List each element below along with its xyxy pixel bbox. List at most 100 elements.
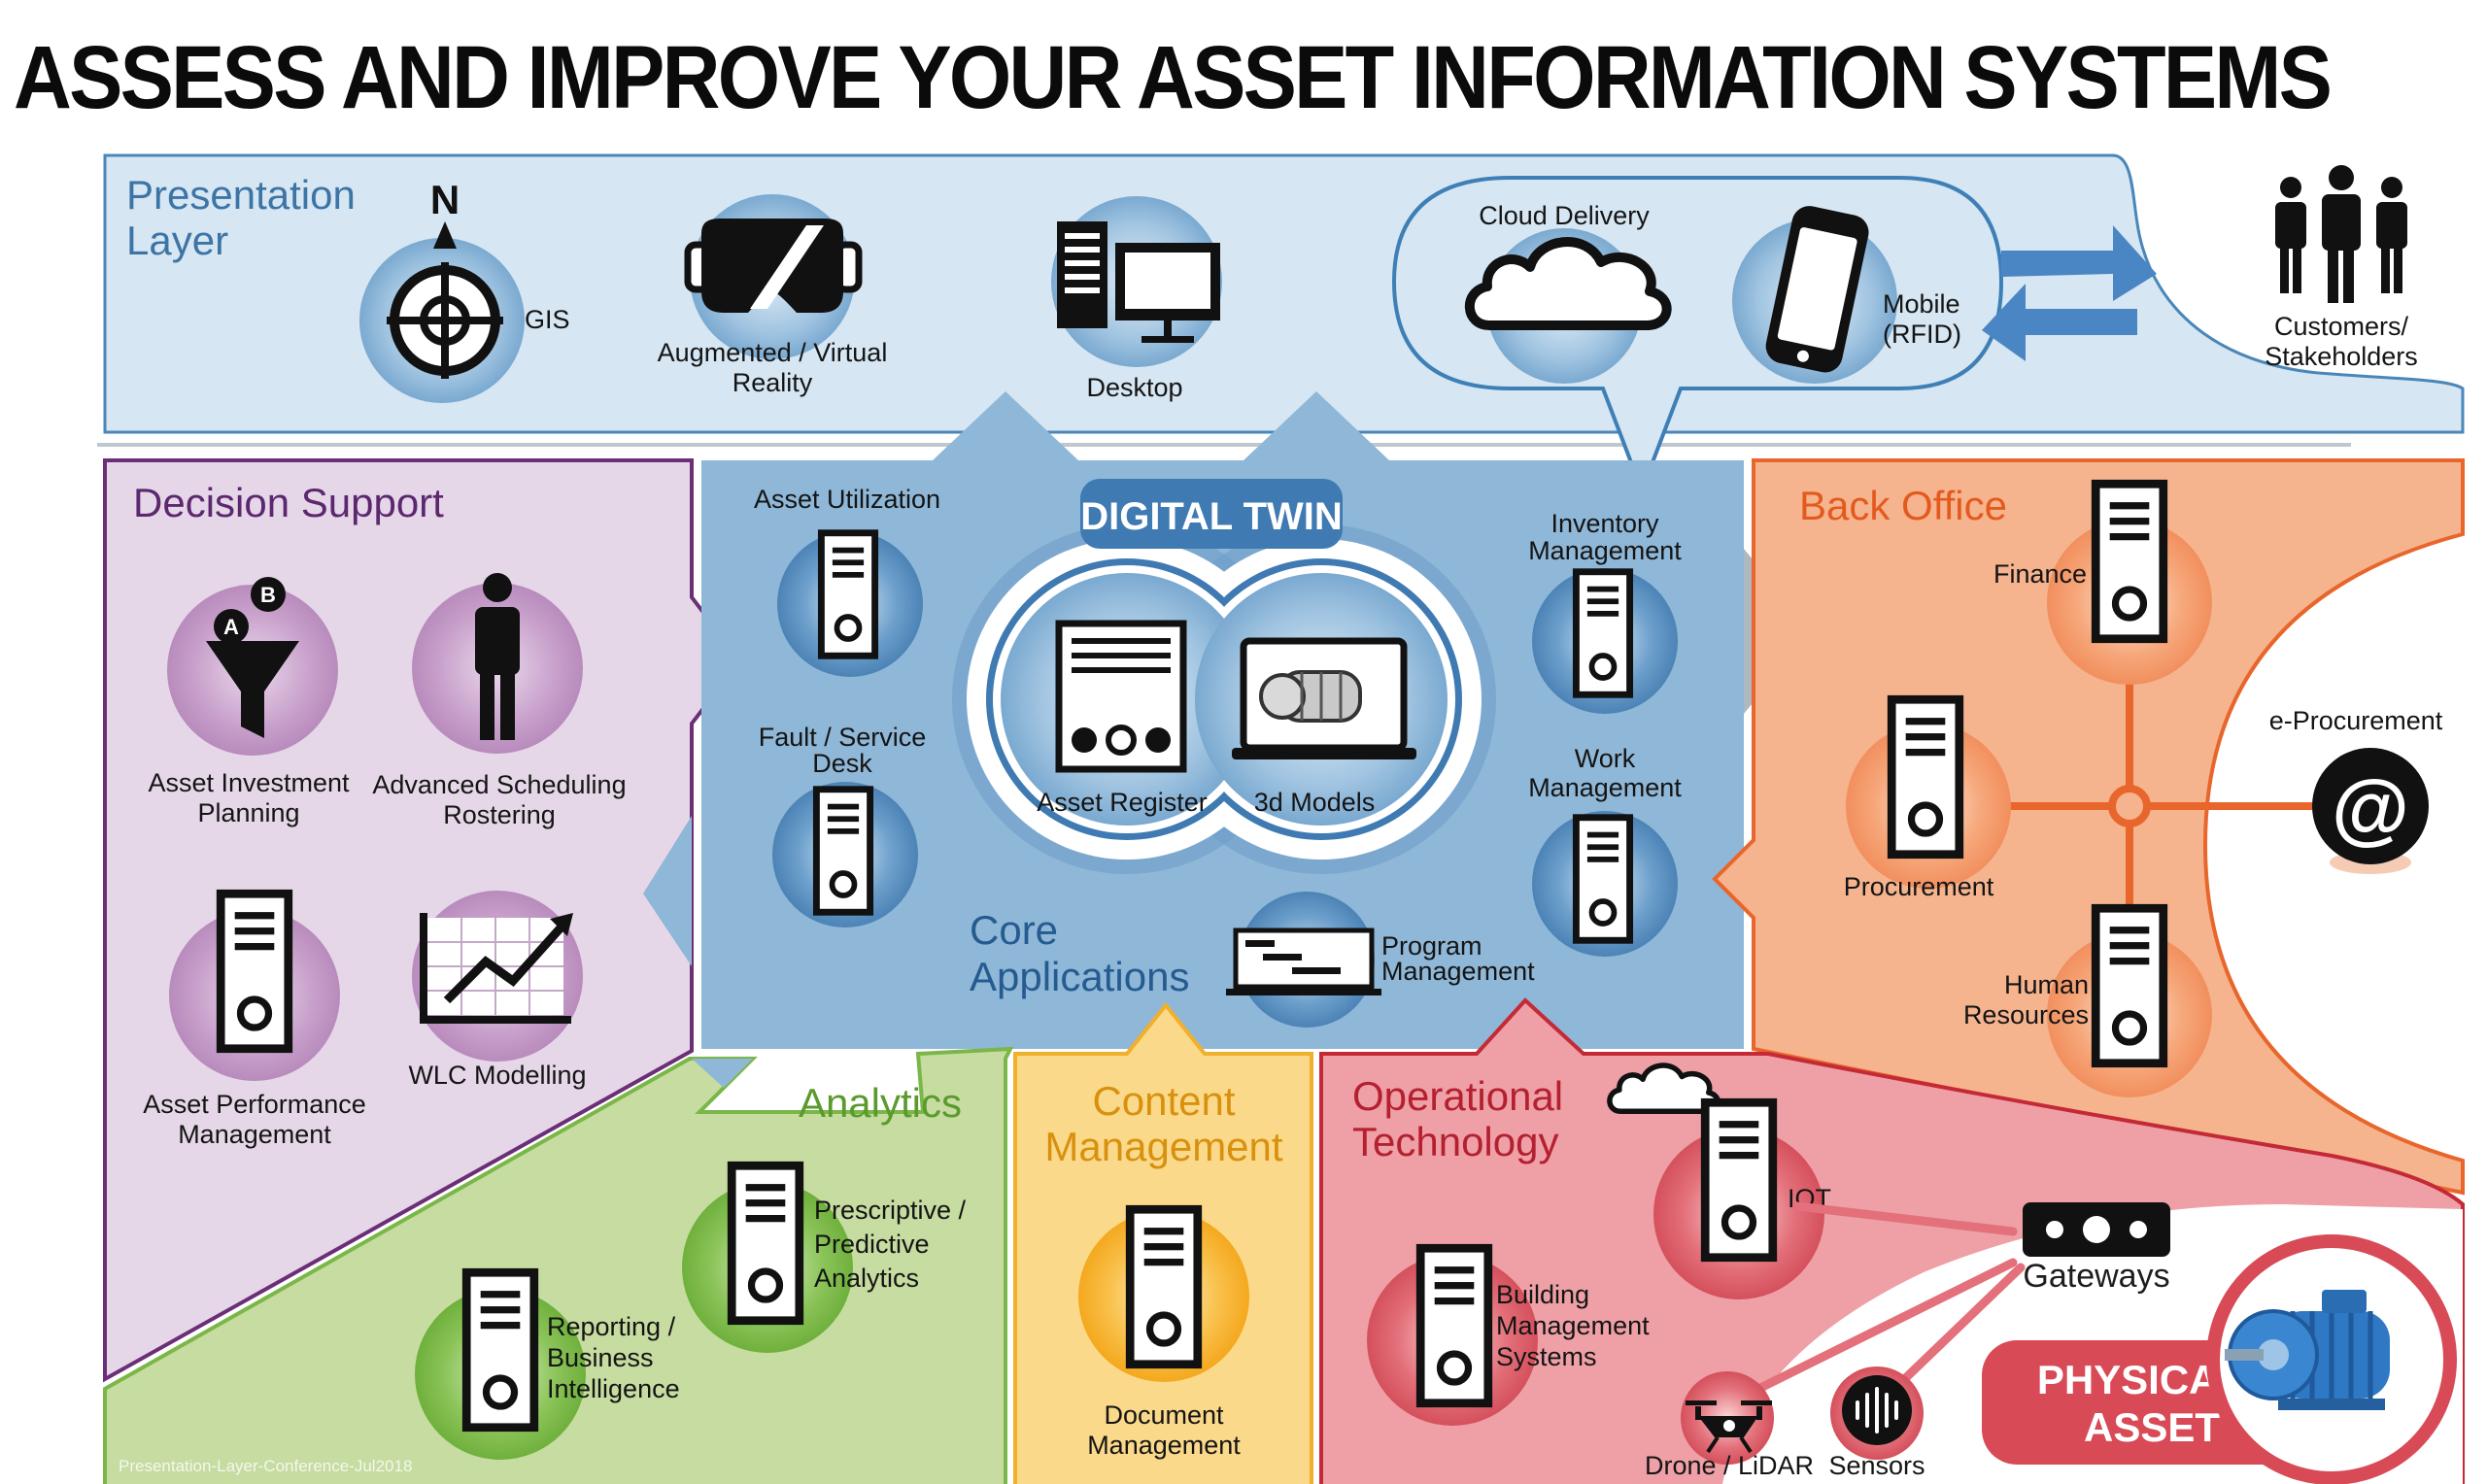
predictive-server-icon	[732, 1165, 800, 1321]
email-at-icon	[2312, 748, 2429, 864]
physical-label-2: ASSET	[2084, 1404, 2220, 1450]
back-office-panel: Back Office Finance Procurement Human Re…	[1712, 458, 2465, 1196]
aip-label-2: Planning	[197, 798, 299, 827]
work-label-2: Management	[1528, 773, 1682, 802]
document-label-1: Document	[1104, 1400, 1224, 1430]
chart-growth-icon	[420, 913, 573, 1024]
presentation-title-2: Layer	[126, 218, 228, 263]
person-icon	[475, 573, 520, 740]
back-office-title: Back Office	[1799, 483, 2007, 528]
operational-technology-panel: Operational Technology IOT Building Mana…	[1319, 997, 2465, 1484]
page-title: ASSESS AND IMPROVE YOUR ASSET INFORMATIO…	[14, 28, 2333, 127]
decision-support-panel: Decision Support A B Asset Investment Pl…	[103, 458, 743, 1383]
utilization-label: Asset Utilization	[754, 485, 940, 514]
bms-server-icon	[1420, 1248, 1488, 1403]
document-server-icon	[1130, 1209, 1198, 1365]
funnel-icon: A B	[206, 577, 299, 738]
inventory-label-1: Inventory	[1550, 509, 1659, 538]
vr-headset-icon	[684, 219, 863, 313]
content-management-panel: Content Management Document Management	[1013, 1001, 1313, 1484]
scheduling-label-2: Rostering	[443, 800, 556, 829]
sensor-waveform-icon	[1842, 1375, 1912, 1445]
drone-icon	[1686, 1400, 1772, 1454]
core-title-1: Core	[970, 907, 1058, 953]
asset-register-icon	[1055, 620, 1187, 773]
gis-label: GIS	[525, 305, 570, 334]
apm-label-2: Management	[178, 1120, 331, 1149]
asset-register-label: Asset Register	[1037, 788, 1208, 817]
desktop-icon	[1057, 221, 1220, 343]
laptop-3d-model-icon	[1232, 637, 1416, 759]
finance-server-icon	[2095, 484, 2163, 639]
reporting-label-3: Intelligence	[547, 1374, 680, 1403]
hr-label-1: Human	[2004, 970, 2089, 999]
mobile-label-1: Mobile	[1883, 289, 1960, 319]
work-server-icon	[1576, 818, 1629, 941]
apm-label-1: Asset Performance	[143, 1090, 366, 1119]
fault-label-2: Desk	[812, 749, 872, 778]
predictive-label-3: Analytics	[814, 1264, 919, 1293]
digital-twin-badge	[1080, 479, 1343, 549]
fault-desk-server-icon	[816, 790, 869, 913]
at-glyph: @	[2332, 764, 2409, 853]
predictive-label-2: Predictive	[814, 1230, 930, 1259]
analytics-panel: Analytics Prescriptive / Predictive Anal…	[103, 1046, 1014, 1484]
customers-label-2: Stakeholders	[2265, 342, 2418, 371]
wlc-label: WLC Modelling	[408, 1061, 586, 1090]
electric-motor-icon	[2225, 1290, 2390, 1410]
content-title-1: Content	[1092, 1078, 1235, 1124]
ar-label-2: Reality	[732, 368, 813, 397]
compass-icon	[387, 221, 503, 379]
procurement-server-icon	[1891, 699, 1959, 855]
sensors-label: Sensors	[1828, 1451, 1925, 1480]
stakeholders-icon	[2275, 165, 2407, 303]
core-title-2: Applications	[970, 954, 1189, 999]
bms-label-1: Building	[1496, 1280, 1589, 1309]
decision-support-title: Decision Support	[133, 480, 444, 525]
utilization-server-icon	[821, 533, 874, 657]
customers-label-1: Customers/	[2274, 312, 2409, 341]
reporting-label-2: Business	[547, 1343, 654, 1372]
document-label-2: Management	[1087, 1431, 1241, 1460]
arrow-left-icon	[1982, 284, 2137, 361]
presentation-title-1: Presentation	[126, 172, 356, 218]
mobile-label-2: (RFID)	[1883, 320, 1961, 349]
cloud-label: Cloud Delivery	[1479, 201, 1650, 230]
program-label-1: Program	[1381, 931, 1482, 961]
arrow-right-icon	[2001, 225, 2157, 301]
inventory-server-icon	[1576, 572, 1629, 695]
reporting-server-icon	[466, 1272, 534, 1428]
ar-label-1: Augmented / Virtual	[658, 338, 888, 367]
mobile-phone-icon	[1765, 206, 1869, 373]
funnel-b-label: B	[260, 583, 276, 607]
bms-label-3: Systems	[1496, 1342, 1597, 1371]
work-label-1: Work	[1575, 744, 1636, 773]
program-label-2: Management	[1381, 957, 1535, 986]
aip-label-1: Asset Investment	[148, 768, 350, 797]
scheduling-label-1: Advanced Scheduling	[372, 770, 626, 799]
ot-title-2: Technology	[1352, 1119, 1558, 1164]
footer-credit: Presentation-Layer-Conference-Jul2018	[119, 1457, 412, 1475]
hr-label-2: Resources	[1963, 1000, 2089, 1029]
gateways-label: Gateways	[2023, 1258, 2169, 1295]
reporting-label-1: Reporting /	[547, 1312, 676, 1341]
fault-label-1: Fault / Service	[759, 723, 927, 752]
gantt-chart-icon	[1226, 928, 1381, 995]
drone-label: Drone / LiDAR	[1645, 1451, 1814, 1480]
procurement-label: Procurement	[1844, 872, 1994, 901]
gateway-router-icon	[2023, 1202, 2170, 1257]
core-applications-panel: Core Applications DIGITAL TWIN Asset Reg…	[643, 391, 1812, 1049]
apm-server-icon	[221, 894, 289, 1049]
iot-server-icon	[1705, 1102, 1773, 1258]
analytics-title: Analytics	[799, 1080, 962, 1126]
bms-label-2: Management	[1496, 1311, 1650, 1340]
digital-twin-label: DIGITAL TWIN	[1080, 495, 1343, 538]
content-title-2: Management	[1044, 1124, 1282, 1169]
north-label: N	[430, 177, 460, 222]
funnel-a-label: A	[223, 615, 239, 639]
3d-models-label: 3d Models	[1254, 788, 1376, 817]
inventory-label-2: Management	[1528, 536, 1682, 565]
predictive-label-1: Prescriptive /	[814, 1196, 967, 1225]
ot-title-1: Operational	[1352, 1073, 1563, 1119]
